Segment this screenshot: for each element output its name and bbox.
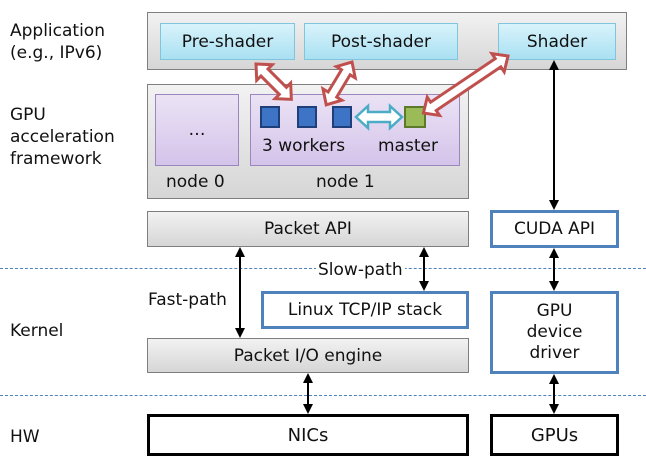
workers-label: 3 workers	[262, 136, 346, 156]
shader-master-arrow	[421, 51, 510, 118]
worker-master-arrow	[354, 103, 404, 131]
separator-kernel-hw	[0, 395, 646, 396]
master-core	[404, 106, 426, 128]
worker-core-1	[260, 106, 280, 128]
layer-label-application: Application (e.g., IPv6)	[10, 21, 105, 63]
pre-shader-worker-arrow	[254, 62, 293, 101]
post-shader-worker-arrow	[320, 60, 358, 107]
post-shader-box: Post-shader	[304, 23, 458, 60]
packet-io-engine-box: Packet I/O engine	[147, 338, 469, 373]
master-label: master	[378, 136, 438, 156]
shader-box: Shader	[498, 23, 616, 60]
worker-core-2	[297, 106, 317, 128]
gpus-box: GPUs	[490, 414, 619, 456]
packet-api-box: Packet API	[147, 211, 469, 247]
worker-core-3	[332, 106, 352, 128]
node0-label: node 0	[166, 172, 225, 192]
cuda-api-box: CUDA API	[490, 210, 619, 248]
slow-path-label: Slow-path	[316, 260, 405, 280]
layer-label-hw: HW	[10, 427, 40, 447]
nics-box: NICs	[147, 414, 469, 456]
linux-tcpip-stack-box: Linux TCP/IP stack	[261, 291, 469, 329]
layer-label-gpu-framework: GPU acceleration framework	[10, 105, 115, 169]
node1-label: node 1	[316, 172, 375, 192]
fast-path-label: Fast-path	[148, 290, 227, 310]
node0-box: …	[155, 94, 239, 166]
gpu-device-driver-box: GPU device driver	[490, 291, 619, 374]
pre-shader-box: Pre-shader	[160, 23, 295, 60]
layer-label-kernel: Kernel	[10, 321, 64, 341]
